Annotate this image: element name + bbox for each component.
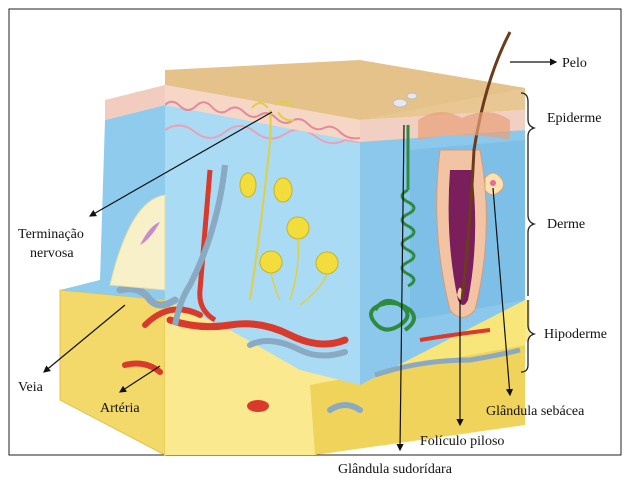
label-veia: Veia xyxy=(18,380,44,395)
label-terminacao-line1: Terminação xyxy=(18,227,84,242)
artery-cross-section xyxy=(247,400,269,412)
pacinian-corpuscle-1 xyxy=(287,217,309,239)
surface-droplet-1 xyxy=(393,99,407,107)
label-hipoderme: Hipoderme xyxy=(544,327,607,342)
pacinian-corpuscle-2 xyxy=(260,251,282,273)
sebaceous-gland-center xyxy=(490,180,496,186)
meissner-corpuscle-2 xyxy=(274,178,292,202)
label-epiderme: Epiderme xyxy=(547,111,601,126)
label-arteria: Artéria xyxy=(100,401,140,416)
meissner-corpuscle-1 xyxy=(240,173,256,197)
label-foliculo-piloso: Folículo piloso xyxy=(420,434,504,449)
label-glandula-sebacea: Glândula sebácea xyxy=(486,404,585,419)
label-pelo: Pelo xyxy=(562,56,587,71)
pacinian-corpuscle-3 xyxy=(316,252,338,274)
label-terminacao-line2: nervosa xyxy=(30,246,74,261)
surface-droplet-2 xyxy=(407,93,417,99)
label-glandula-sudoridara: Glândula sudorídara xyxy=(338,462,453,477)
label-derme: Derme xyxy=(547,217,585,232)
